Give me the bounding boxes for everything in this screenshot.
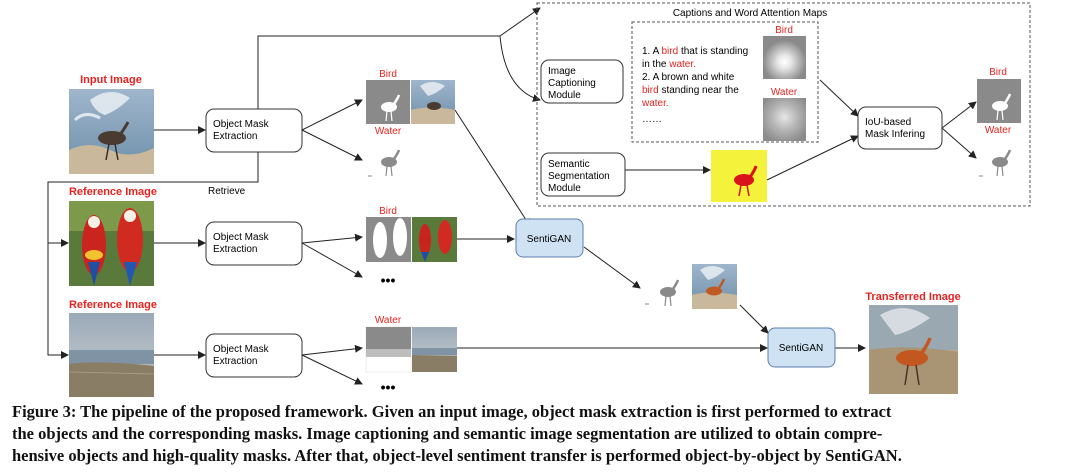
caption-line-2: the objects and the corresponding masks.… [12, 424, 883, 443]
attention-map-water [763, 98, 806, 141]
iou-mask-infering-module: IoU-based Mask Infering [857, 106, 943, 150]
row2-bird-mask [366, 217, 411, 262]
reference-image-label-1: Reference Image [69, 186, 157, 198]
output-bird-label: Bird [989, 67, 1007, 78]
output-water-label: Water [985, 125, 1012, 136]
caption-ellipsis: …… [642, 114, 662, 125]
svg-text:Semantic: Semantic [548, 159, 590, 170]
row2-parrot-thumb [412, 217, 457, 262]
row3-water-mask [365, 326, 412, 373]
reference-image-beach [68, 313, 155, 397]
svg-text:Segmentation: Segmentation [548, 171, 610, 182]
sentigan-module-1: SentiGAN [515, 218, 584, 258]
svg-text:Captioning: Captioning [548, 78, 596, 89]
svg-text:SentiGAN: SentiGAN [527, 234, 571, 245]
row3-beach-thumb [412, 327, 457, 372]
output-water-mask [977, 137, 1021, 181]
semantic-segmentation-module: Semantic Segmentation Module [540, 152, 626, 197]
input-image [69, 89, 154, 174]
attention-map-bird [763, 36, 806, 79]
caption-text-1: 1. A bird that is standing in the water. [642, 46, 748, 70]
svg-text:Extraction: Extraction [213, 356, 257, 367]
object-mask-extraction-module-2: Object Mask Extraction [205, 221, 303, 266]
intermediate-bird-result [692, 264, 737, 309]
svg-text:1. A bird that is standing: 1. A bird that is standing [642, 46, 748, 57]
svg-text:Object Mask: Object Mask [213, 119, 270, 130]
svg-text:2. A brown and white: 2. A brown and white [642, 72, 735, 83]
row3-water-label: Water [375, 315, 402, 326]
attention-dashed-region [536, 2, 1031, 207]
caption-line-1: Figure 3: The pipeline of the proposed f… [12, 402, 892, 421]
captions-dashed-region [631, 21, 819, 143]
input-image-label: Input Image [80, 74, 142, 86]
transferred-image-label: Transferred Image [865, 291, 960, 303]
pipeline-diagram: Input Image Reference Image Reference Im… [47, 2, 1031, 397]
row1-bird-mask [366, 80, 410, 124]
svg-text:water.: water. [641, 98, 669, 109]
row2-bird-label: Bird [379, 206, 397, 217]
svg-text:Extraction: Extraction [213, 131, 257, 142]
svg-text:Image: Image [548, 66, 576, 77]
svg-text:in the water.: in the water. [642, 59, 696, 70]
segmentation-output [711, 150, 767, 202]
svg-text:Object Mask: Object Mask [213, 232, 270, 243]
svg-text:IoU-based: IoU-based [865, 117, 911, 128]
intermediate-water-mask [643, 268, 687, 312]
attention-water-label: Water [771, 87, 798, 98]
reference-image-parrots [69, 201, 154, 286]
row1-water-label: Water [375, 126, 402, 137]
row3-more-indicator: ••• [381, 379, 396, 395]
svg-text:Mask Infering: Mask Infering [865, 129, 925, 140]
figure-caption: Figure 3: The pipeline of the proposed f… [12, 401, 1072, 467]
reference-image-label-2: Reference Image [69, 299, 157, 311]
row2-more-indicator: ••• [381, 272, 396, 288]
row1-input-thumb [411, 80, 455, 124]
row1-bird-label: Bird [379, 69, 397, 80]
svg-text:SentiGAN: SentiGAN [779, 343, 823, 354]
caption-text-2: 2. A brown and white bird standing near … [641, 72, 739, 109]
object-mask-extraction-module-3: Object Mask Extraction [205, 333, 303, 378]
attention-bird-label: Bird [775, 25, 793, 36]
sentigan-module-2: SentiGAN [767, 327, 836, 368]
svg-text:Module: Module [548, 183, 581, 194]
attention-box-title: Captions and Word Attention Maps [673, 8, 827, 19]
image-captioning-module: Image Captioning Module [540, 59, 624, 104]
retrieve-label: Retrieve [208, 186, 246, 197]
row1-water-mask [366, 137, 410, 181]
connector-lines [47, 7, 977, 385]
svg-text:Extraction: Extraction [213, 244, 257, 255]
svg-text:Object Mask: Object Mask [213, 344, 270, 355]
svg-text:Module: Module [548, 90, 581, 101]
svg-text:bird standing near the: bird standing near the [642, 85, 739, 96]
object-mask-extraction-module-1: Object Mask Extraction [205, 108, 303, 153]
caption-line-3: hensive objects and high-quality masks. … [12, 446, 902, 465]
output-bird-mask [977, 79, 1021, 123]
transferred-image [869, 305, 958, 394]
